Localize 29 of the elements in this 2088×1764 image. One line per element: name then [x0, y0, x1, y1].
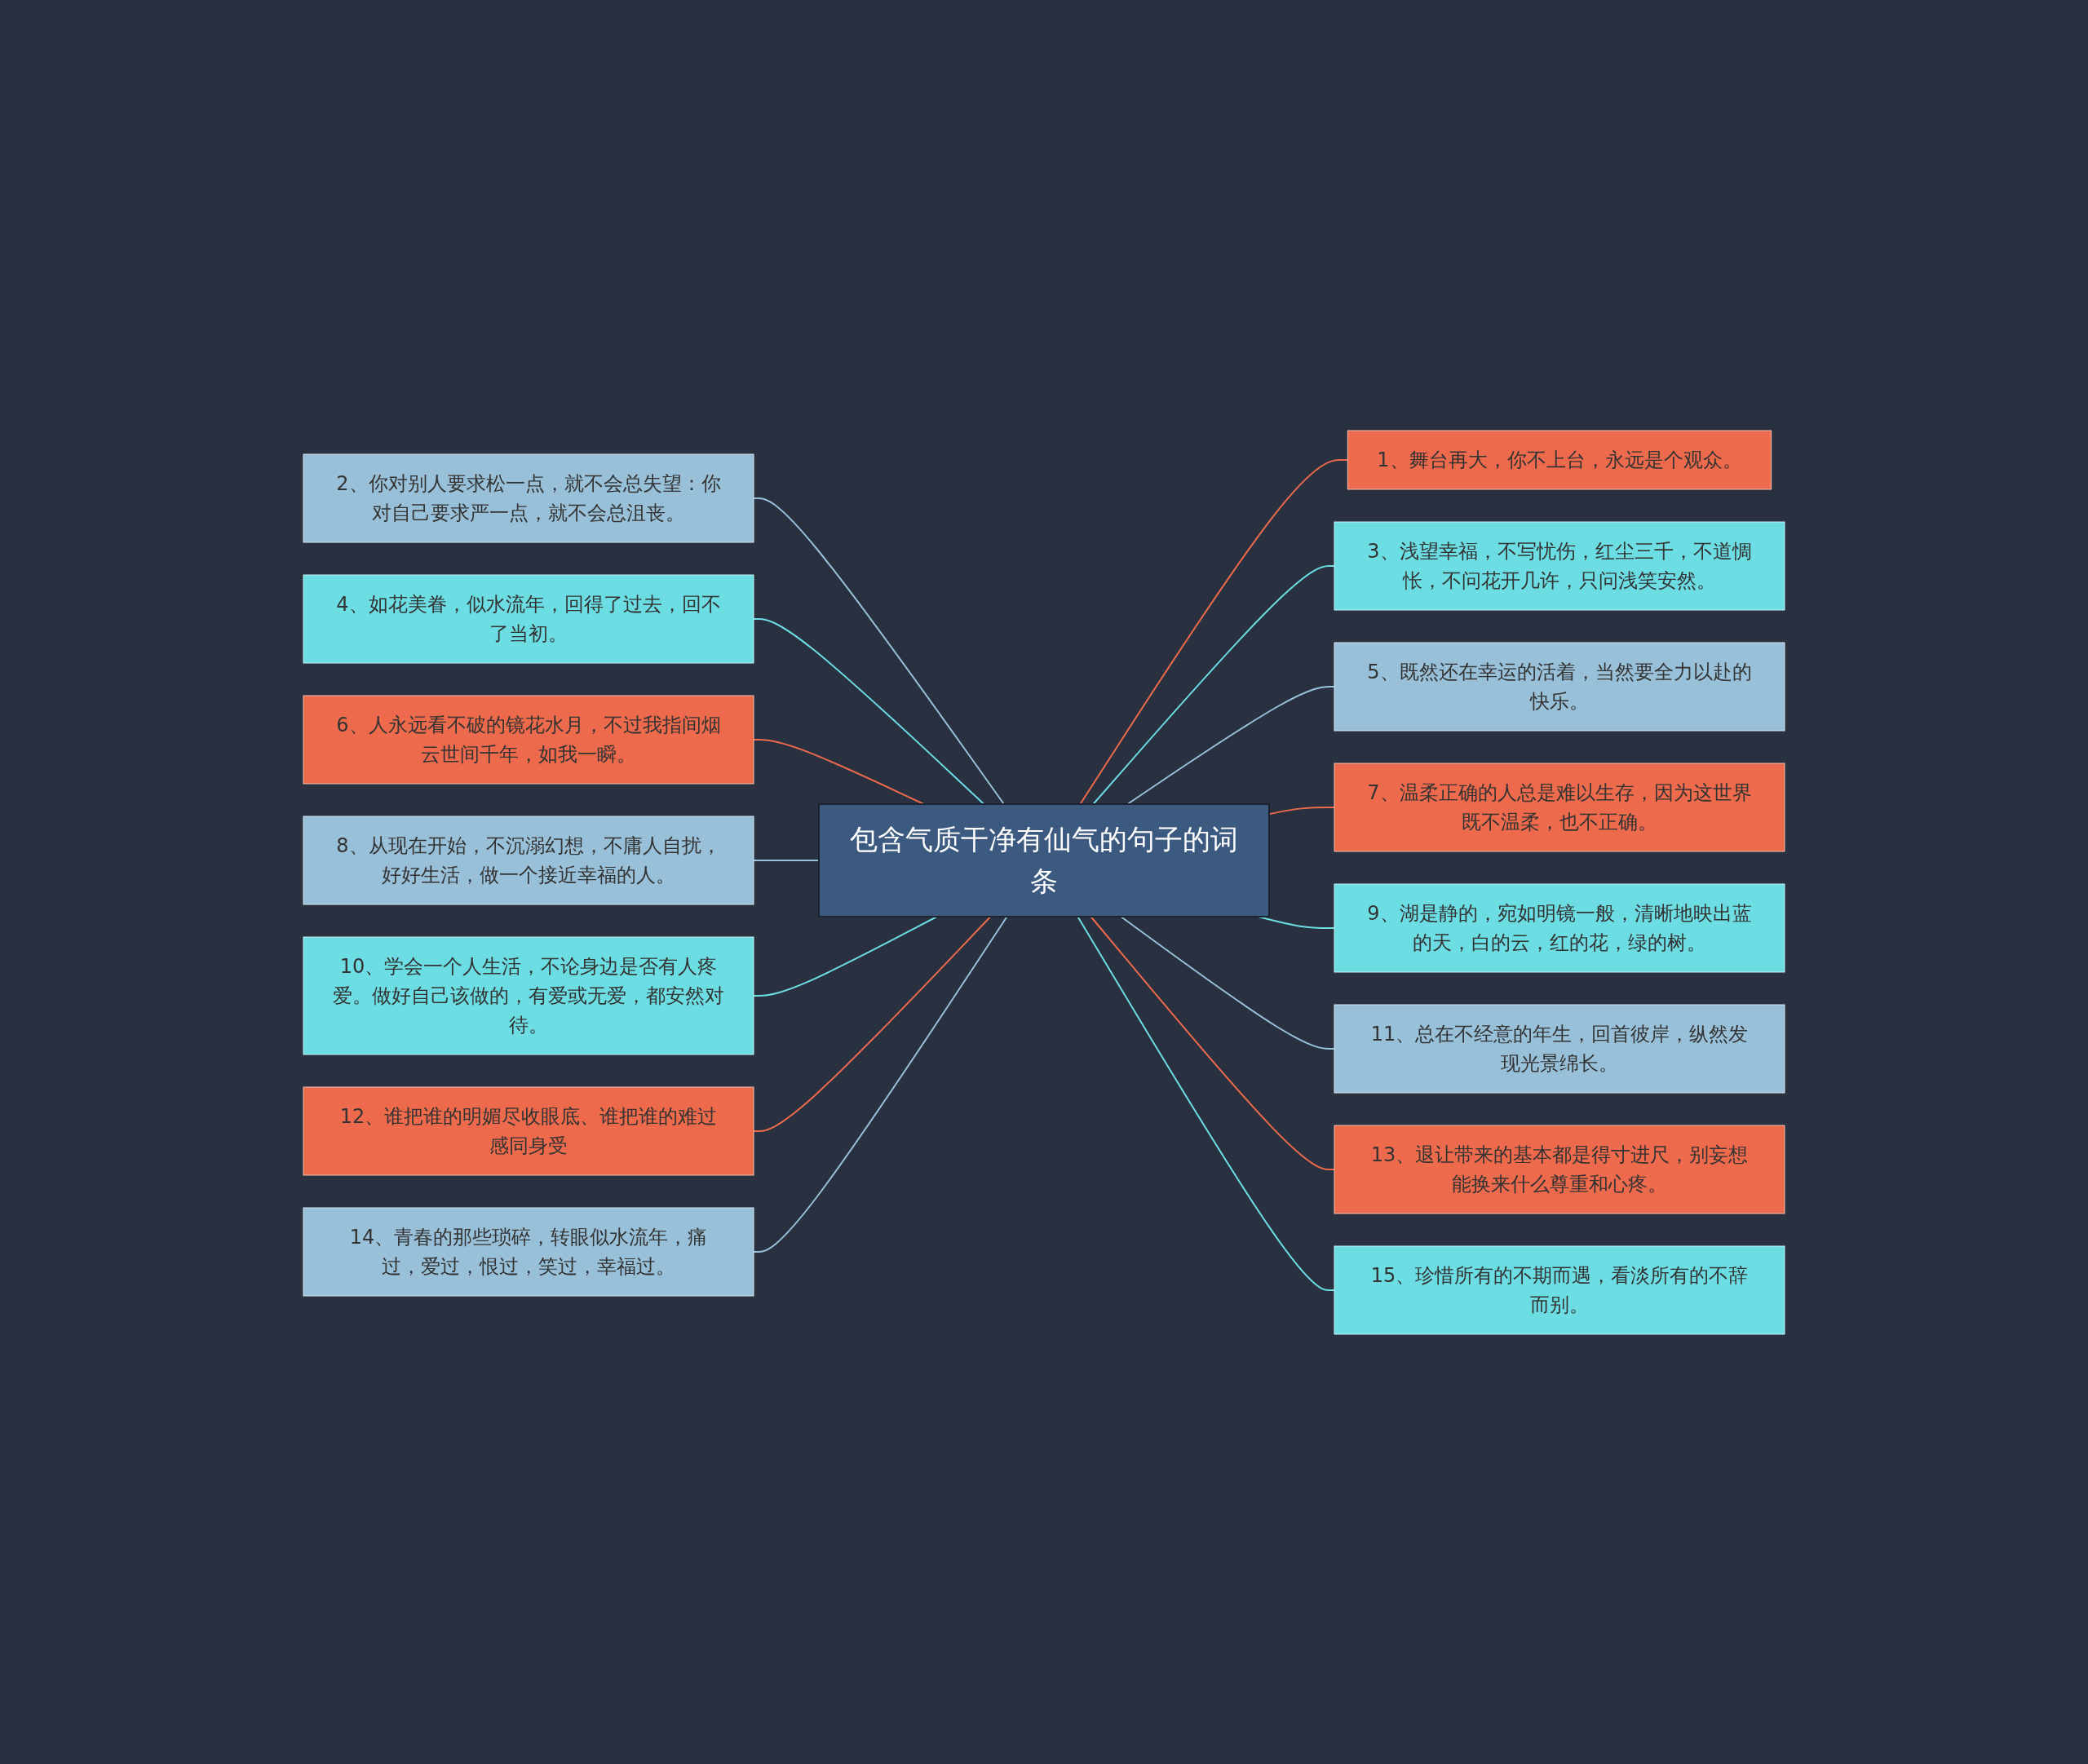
node-box: 2、你对别人要求松一点，就不会总失望：你对自己要求严一点，就不会总沮丧。	[303, 453, 754, 542]
node-box: 1、舞台再大，你不上台，永远是个观众。	[1347, 430, 1772, 489]
node-box: 15、珍惜所有的不期而遇，看淡所有的不辞而别。	[1334, 1245, 1785, 1334]
connector	[753, 617, 985, 805]
node-box: 9、湖是静的，宛如明镜一般，清晰地映出蓝的天，白的云，红的花，绿的树。	[1334, 883, 1785, 972]
connector	[753, 915, 992, 1132]
node-box: 14、青春的那些琐碎，转眼似水流年，痛过，爱过，恨过，笑过，幸福过。	[303, 1207, 754, 1296]
connector	[753, 859, 820, 861]
connector	[1090, 915, 1335, 1170]
connector	[1077, 915, 1335, 1291]
connector	[1092, 564, 1335, 805]
connector	[1120, 915, 1335, 1050]
connector	[753, 738, 925, 805]
node-box: 11、总在不经意的年生，回首彼岸，纵然发现光景绵长。	[1334, 1004, 1785, 1093]
connector	[1079, 458, 1349, 805]
connector	[753, 915, 938, 997]
node-box: 5、既然还在幸运的活着，当然要全力以赴的快乐。	[1334, 642, 1785, 731]
node-box: 7、温柔正确的人总是难以生存，因为这世界既不温柔，也不正确。	[1334, 763, 1785, 851]
node-box: 8、从现在开始，不沉溺幻想，不庸人自扰，好好生活，做一个接近幸福的人。	[303, 816, 754, 904]
connector	[1126, 685, 1335, 805]
node-box: 4、如花美眷，似水流年，回得了过去，回不了当初。	[303, 574, 754, 663]
node-box: 6、人永远看不破的镜花水月，不过我指间烟云世间千年，如我一瞬。	[303, 695, 754, 784]
connector	[753, 497, 1005, 805]
node-box: 12、谁把谁的明媚尽收眼底、谁把谁的难过感同身受	[303, 1086, 754, 1175]
node-box: 13、退让带来的基本都是得寸进尺，别妄想能换来什么尊重和心疼。	[1334, 1125, 1785, 1214]
node-box: 3、浅望幸福，不写忧伤，红尘三千，不道惆怅，不问花开几许，只问浅笑安然。	[1334, 521, 1785, 610]
node-box: 包含气质干净有仙气的句子的词条	[818, 802, 1270, 917]
connector	[753, 915, 1008, 1253]
node-box: 10、学会一个人生活，不论身边是否有人疼爱。做好自己该做的，有爱或无爱，都安然对待。	[303, 936, 754, 1054]
